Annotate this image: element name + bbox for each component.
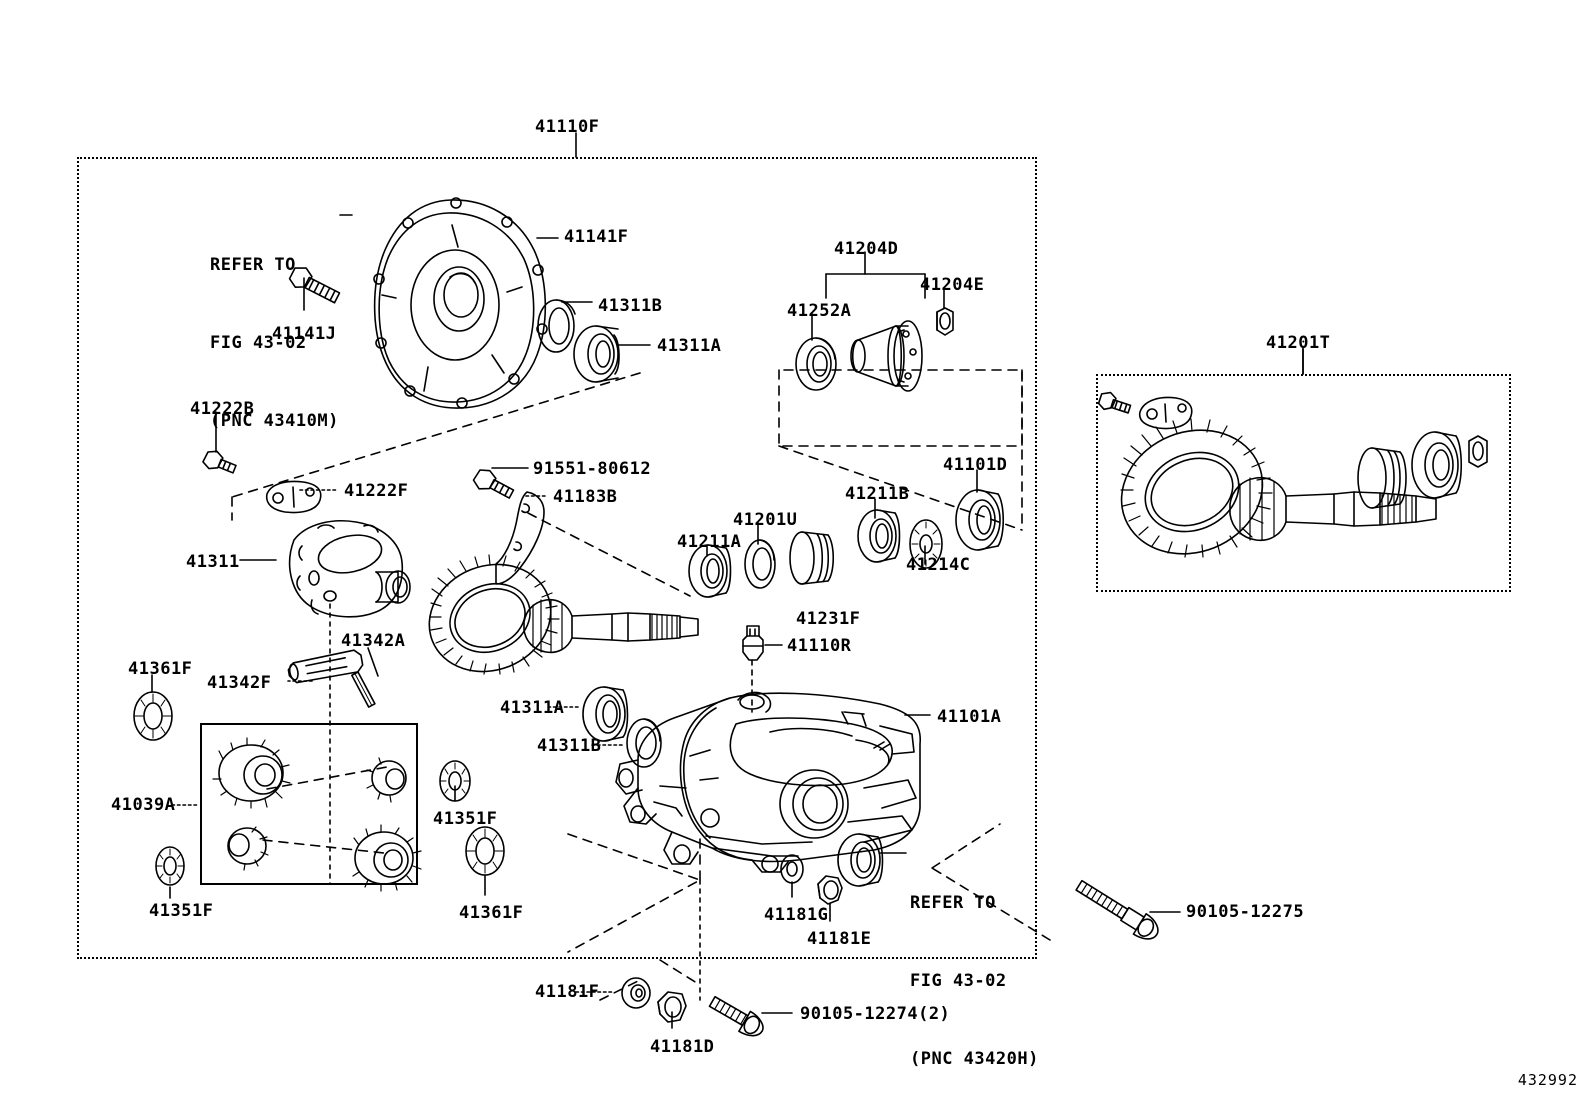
part-label-41311B-lower: 41311B	[537, 736, 602, 756]
part-label-41361F-lower: 41361F	[459, 903, 524, 923]
part-label-41101A: 41101A	[937, 707, 1002, 727]
part-label-41222B: 41222B	[190, 399, 255, 419]
part-label-41342A: 41342A	[341, 631, 406, 651]
part-label-41211A: 41211A	[677, 532, 742, 552]
part-label-41181D: 41181D	[650, 1037, 715, 1057]
part-label-41211B: 41211B	[845, 484, 910, 504]
note-line: FIG 43-02	[210, 333, 307, 353]
note-line: (PNC 43410M)	[210, 411, 339, 431]
part-label-41141F: 41141F	[564, 227, 629, 247]
note-line: REFER TO	[910, 893, 996, 913]
part-label-41181E: 41181E	[807, 929, 872, 949]
part-label-41039A: 41039A	[111, 795, 176, 815]
ring-pinion-frame	[1096, 374, 1511, 592]
part-label-41342F: 41342F	[207, 673, 272, 693]
figure-number: 432992	[1517, 1071, 1578, 1089]
part-label-41231F: 41231F	[796, 609, 861, 629]
note-line: REFER TO	[210, 255, 296, 275]
part-label-41201U: 41201U	[733, 510, 798, 530]
part-label-41201T: 41201T	[1266, 333, 1331, 353]
part-label-90105-12275: 90105-12275	[1186, 902, 1305, 922]
part-label-41181F: 41181F	[535, 982, 600, 1002]
part-label-41311A-lower: 41311A	[500, 698, 565, 718]
part-label-41361F-upper: 41361F	[128, 659, 193, 679]
part-label-41110R: 41110R	[787, 636, 852, 656]
part-label-41101D: 41101D	[943, 455, 1008, 475]
part-label-41311B-upper: 41311B	[598, 296, 663, 316]
note-refer-to-top: REFER TO FIG 43-02 (PNC 43410M)	[210, 200, 339, 486]
main-frame	[77, 157, 1037, 959]
part-label-41204E: 41204E	[920, 275, 985, 295]
note-line: FIG 43-02	[910, 971, 1007, 991]
part-label-91551-80612: 91551-80612	[533, 459, 652, 479]
part-label-41141J: 41141J	[272, 324, 337, 344]
part-label-41252A: 41252A	[787, 301, 852, 321]
part-label-41351F-lower: 41351F	[149, 901, 214, 921]
part-label-41214C: 41214C	[906, 555, 971, 575]
gear-kit-frame	[200, 723, 418, 885]
part-label-41204D: 41204D	[834, 239, 899, 259]
part-label-41311A-upper: 41311A	[657, 336, 722, 356]
part-label-41311: 41311	[186, 552, 240, 572]
part-label-41181G: 41181G	[764, 905, 829, 925]
part-label-41351F-right: 41351F	[433, 809, 498, 829]
note-refer-to-bottom: REFER TO FIG 43-02 (PNC 43420H)	[910, 838, 1039, 1099]
part-label-41183B: 41183B	[553, 487, 618, 507]
part-label-90105-12274: 90105-12274(2)	[800, 1004, 951, 1024]
part-label-41110F: 41110F	[535, 117, 600, 137]
note-line: (PNC 43420H)	[910, 1049, 1039, 1069]
part-label-41222F: 41222F	[344, 481, 409, 501]
